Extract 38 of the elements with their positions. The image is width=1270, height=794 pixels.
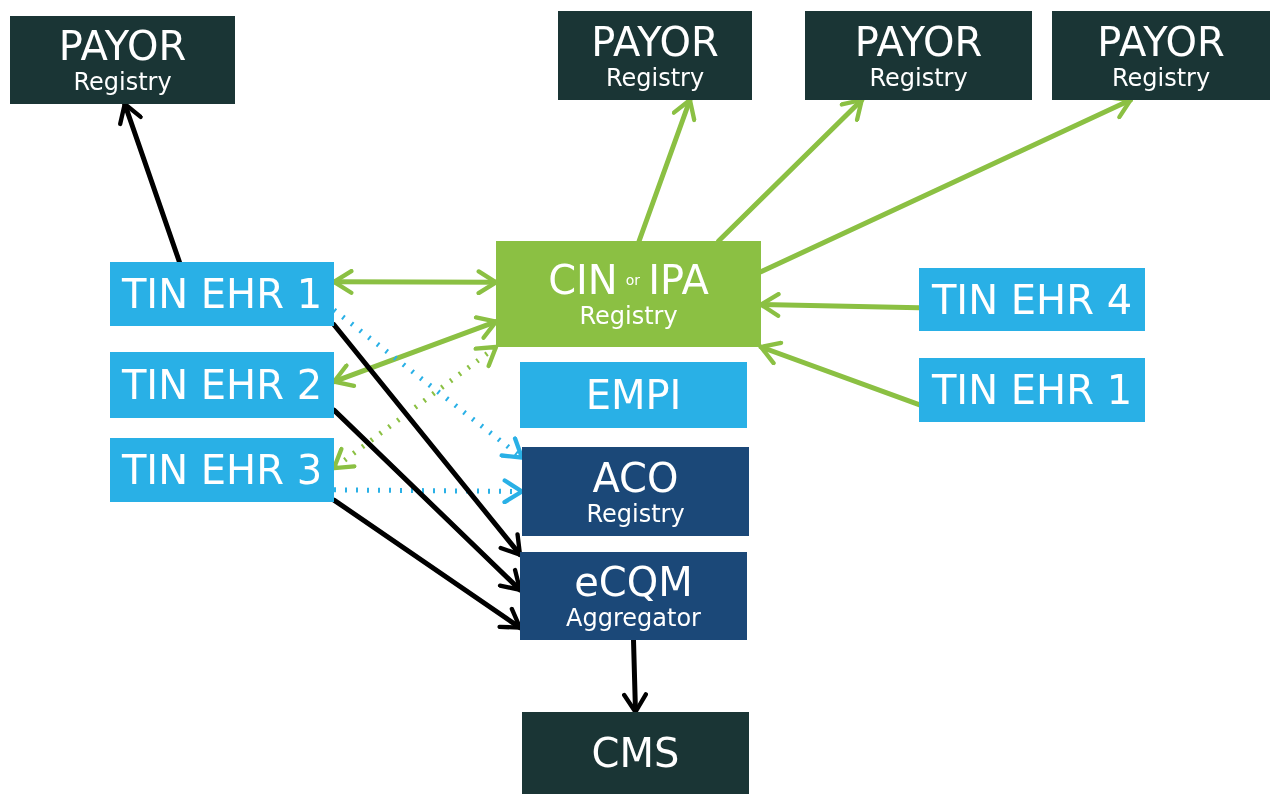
box-label: TIN EHR 2 — [121, 363, 323, 407]
box-label: CMS — [591, 731, 680, 775]
box-label: EMPI — [585, 373, 682, 417]
box-label: IPA — [648, 258, 709, 302]
box-label: PAYOR — [58, 24, 187, 68]
empi-box — [520, 362, 747, 428]
payor-registry-box — [805, 11, 1032, 100]
cin-ipa-registry-box — [496, 241, 761, 347]
box-label: PAYOR — [854, 19, 983, 64]
box-label: TIN EHR 1 — [121, 272, 323, 316]
box-label: Registry — [586, 499, 685, 528]
box-label: TIN EHR 4 — [931, 277, 1133, 322]
ehr-box — [919, 358, 1145, 422]
payor-registry-box — [1052, 11, 1270, 100]
box-label: or — [625, 273, 641, 287]
box-label: PAYOR — [1097, 19, 1225, 64]
cms-box — [522, 712, 749, 794]
box-label: PAYOR — [591, 19, 719, 64]
ehr-box — [110, 438, 334, 502]
box-label: Registry — [73, 68, 172, 96]
arrow — [331, 322, 523, 558]
ehr-box — [110, 262, 334, 326]
payor-registry-box — [10, 16, 235, 104]
payor-registry-box — [558, 11, 752, 100]
box-label: TIN EHR 1 — [931, 368, 1133, 412]
ehr-box — [919, 268, 1145, 331]
box-label: Registry — [869, 63, 968, 92]
box-label: Aggregator — [566, 604, 701, 632]
box-label: CIN — [548, 258, 618, 302]
box-label: TIN EHR 3 — [121, 448, 323, 492]
aco-registry-box — [522, 447, 749, 536]
box-label: eCQM — [574, 560, 693, 604]
box-label: Registry — [579, 302, 678, 330]
box-label: Registry — [605, 63, 705, 92]
box-label: Registry — [1111, 63, 1211, 92]
ehr-box — [110, 352, 334, 418]
box-label: ACO — [592, 455, 679, 500]
aggregator-box — [520, 552, 747, 640]
